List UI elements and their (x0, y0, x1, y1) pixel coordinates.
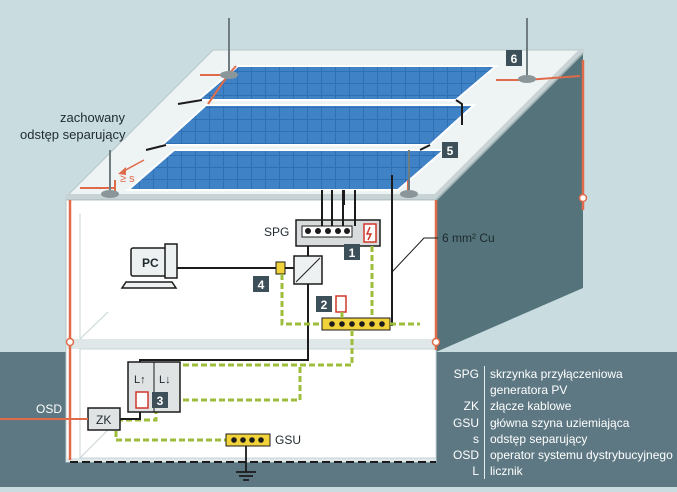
gsu-label: GSU (275, 433, 301, 447)
legend-key: s (428, 430, 485, 448)
osd-label: OSD (36, 402, 62, 416)
marker-6: 6 (506, 50, 522, 66)
legend-value: złącze kablowe (490, 399, 572, 414)
svg-text:2: 2 (321, 298, 328, 312)
legend-value: generatora PV (490, 383, 568, 398)
spg-label: SPG (264, 225, 289, 239)
legend-value: odstęp separujący (490, 431, 588, 446)
grounding-conductor-upper (134, 246, 420, 378)
gsu-bar (225, 433, 271, 447)
legend-row: GSU główna szyna uziemiająca (428, 414, 673, 431)
separation-note-line1: zachowany (60, 110, 126, 125)
legend-row: OSD operator systemu dystrybucyjnego (428, 447, 673, 464)
legend-value: operator systemu dystrybucyjnego (490, 448, 673, 463)
pc-label: PC (142, 256, 159, 270)
legend-row: SPG skrzynka przyłączeniowa (428, 366, 673, 383)
legend: SPG skrzynka przyłączeniowa generatora PV… (428, 366, 673, 480)
air-rod-front-left (101, 150, 119, 198)
dc-cable-rows (145, 99, 463, 205)
room-edge-lower-back (79, 429, 109, 459)
roof-parapet (66, 47, 586, 200)
cable-size-label: 6 mm² Cu (442, 231, 495, 245)
earth-symbol (236, 446, 256, 481)
legend-key: L (428, 463, 485, 480)
meter-in-label: L↑ (134, 374, 146, 386)
separation-symbol: ≥ s (120, 173, 135, 185)
svg-text:1: 1 (349, 246, 356, 260)
cable-size-callout-line (391, 237, 438, 273)
legend-row: s odstęp separujący (428, 430, 673, 448)
legend-key (428, 382, 485, 399)
legend-value: główna szyna uziemiająca (490, 415, 630, 430)
legend-key: SPG (428, 366, 485, 383)
svg-text:4: 4 (258, 278, 265, 292)
conductor-joint-right (431, 337, 441, 347)
pc-icon (120, 243, 178, 289)
marker-3: 3 (152, 392, 168, 408)
legend-value: skrzynka przyłączeniowa (490, 367, 623, 381)
building-side-wall (436, 52, 583, 352)
legend-key: ZK (428, 398, 485, 415)
air-rod-front-right (400, 150, 418, 198)
surge-protector-4 (275, 261, 286, 275)
conductor-joint-left (65, 337, 75, 347)
upper-floor-slab (66, 339, 436, 349)
zk-label: ZK (96, 413, 111, 427)
zk-meter-cable (120, 412, 141, 420)
air-rod-back-left (220, 18, 238, 79)
pv-row-front (125, 149, 447, 191)
separation-arrow-head (118, 167, 126, 175)
spg-combiner-box (295, 219, 381, 247)
marker-2: 2 (316, 296, 332, 312)
room-lower-inner (79, 348, 437, 459)
conductor-joint-side (578, 193, 588, 203)
svg-text:3: 3 (157, 394, 164, 408)
legend-key: GSU (428, 414, 485, 431)
marker-4: 4 (253, 276, 269, 292)
equipotential-bar-upper-terminals (329, 321, 385, 327)
legend-value: licznik (490, 464, 523, 479)
down-conductors (68, 60, 585, 460)
meter-out-label: L↓ (159, 374, 171, 386)
ground-floor-slab (66, 458, 436, 462)
spg-feed-cables (321, 175, 393, 326)
gsu-terminals (231, 437, 264, 443)
air-rod-back-right (518, 18, 536, 83)
room-edge-upper-back (79, 311, 109, 340)
marker-5: 5 (442, 142, 458, 158)
svg-text:6: 6 (511, 52, 518, 66)
surge-protector-2 (335, 295, 347, 313)
pv-row-back (195, 65, 499, 101)
inverter (293, 255, 323, 285)
pv-row-middle (159, 104, 477, 146)
marker-1: 1 (344, 244, 360, 260)
separation-note-line2: odstęp separujący (20, 127, 126, 142)
legend-key: OSD (428, 447, 485, 464)
legend-row: ZK złącze kablowe (428, 398, 673, 415)
legend-row: generatora PV (428, 382, 673, 399)
svg-text:5: 5 (447, 144, 454, 158)
